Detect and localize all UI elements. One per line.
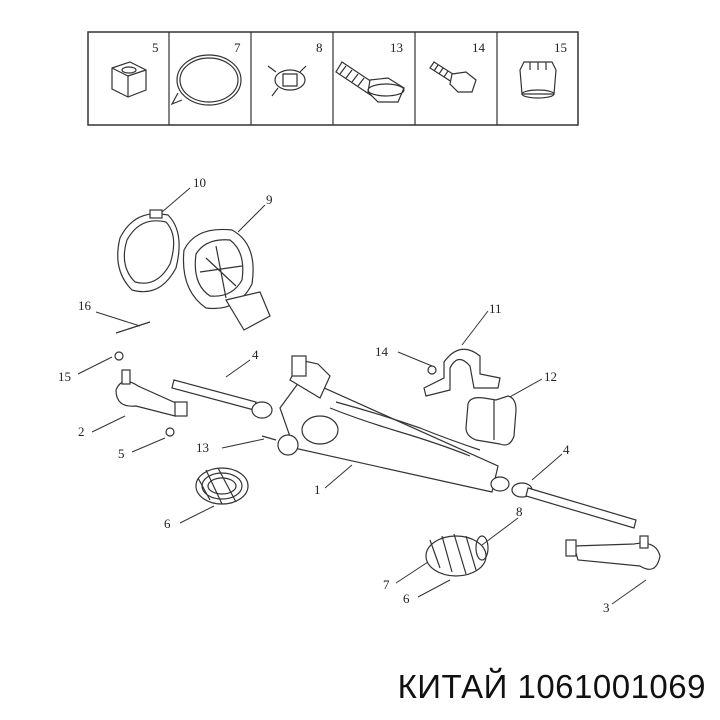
callout-9: 9 bbox=[266, 192, 273, 207]
small-bolt-icon bbox=[429, 61, 477, 93]
legend-number-15: 15 bbox=[554, 40, 567, 55]
small-clamp-icon bbox=[267, 65, 307, 97]
bracket-part-11 bbox=[423, 348, 501, 397]
callout-2: 2 bbox=[78, 424, 85, 439]
callout-4-left: 4 bbox=[252, 347, 259, 362]
inner-tie-rod-part-4-left bbox=[171, 379, 273, 419]
castle-nut-icon bbox=[519, 61, 557, 99]
callout-7: 7 bbox=[383, 577, 390, 592]
bellows-part-6-right bbox=[425, 533, 489, 577]
parts-legend-box: 5 7 8 13 14 15 bbox=[87, 31, 579, 126]
callout-5: 5 bbox=[118, 446, 125, 461]
callout-6-right: 6 bbox=[403, 591, 410, 606]
callout-3: 3 bbox=[603, 600, 610, 615]
callout-labels: 10 9 16 15 4 2 5 13 1 6 11 14 12 4 8 7 6… bbox=[58, 175, 610, 615]
bushing-part-12 bbox=[465, 395, 517, 446]
callout-6-left: 6 bbox=[164, 516, 171, 531]
callout-12: 12 bbox=[544, 369, 557, 384]
castle-nut-part-15 bbox=[114, 351, 124, 361]
leader-lines bbox=[77, 187, 647, 605]
bellows-boot-part-9 bbox=[182, 228, 271, 331]
legend-number-5: 5 bbox=[152, 40, 159, 55]
callout-4-right: 4 bbox=[563, 442, 570, 457]
hex-nut-icon bbox=[111, 61, 147, 98]
pin-part-16 bbox=[115, 321, 151, 334]
legend-number-14: 14 bbox=[472, 40, 486, 55]
callout-15: 15 bbox=[58, 369, 71, 384]
callout-16: 16 bbox=[78, 298, 92, 313]
callout-13: 13 bbox=[196, 440, 209, 455]
callout-11: 11 bbox=[489, 301, 502, 316]
callout-1: 1 bbox=[314, 482, 321, 497]
bolt-part-13 bbox=[261, 435, 277, 441]
legend-number-7: 7 bbox=[234, 40, 241, 55]
legend-number-13: 13 bbox=[390, 40, 403, 55]
callout-8: 8 bbox=[516, 504, 523, 519]
part-number-caption: КИТАЙ 1061001069 bbox=[397, 668, 706, 705]
tie-rod-end-part-2 bbox=[115, 369, 188, 417]
callout-10: 10 bbox=[193, 175, 206, 190]
bolt-part-14 bbox=[427, 365, 437, 375]
flange-bolt-icon bbox=[335, 61, 405, 103]
tie-rod-end-part-3 bbox=[565, 535, 661, 570]
steering-rack-part-1 bbox=[277, 355, 510, 493]
clamp-ring-part-10 bbox=[117, 209, 180, 293]
legend-number-8: 8 bbox=[316, 40, 323, 55]
nut-part-5-left bbox=[165, 427, 175, 437]
inner-tie-rod-part-4-right bbox=[511, 482, 637, 529]
boot-clamp-ring-icon bbox=[170, 54, 242, 106]
bellows-part-6-left bbox=[195, 467, 249, 505]
callout-14: 14 bbox=[375, 344, 389, 359]
